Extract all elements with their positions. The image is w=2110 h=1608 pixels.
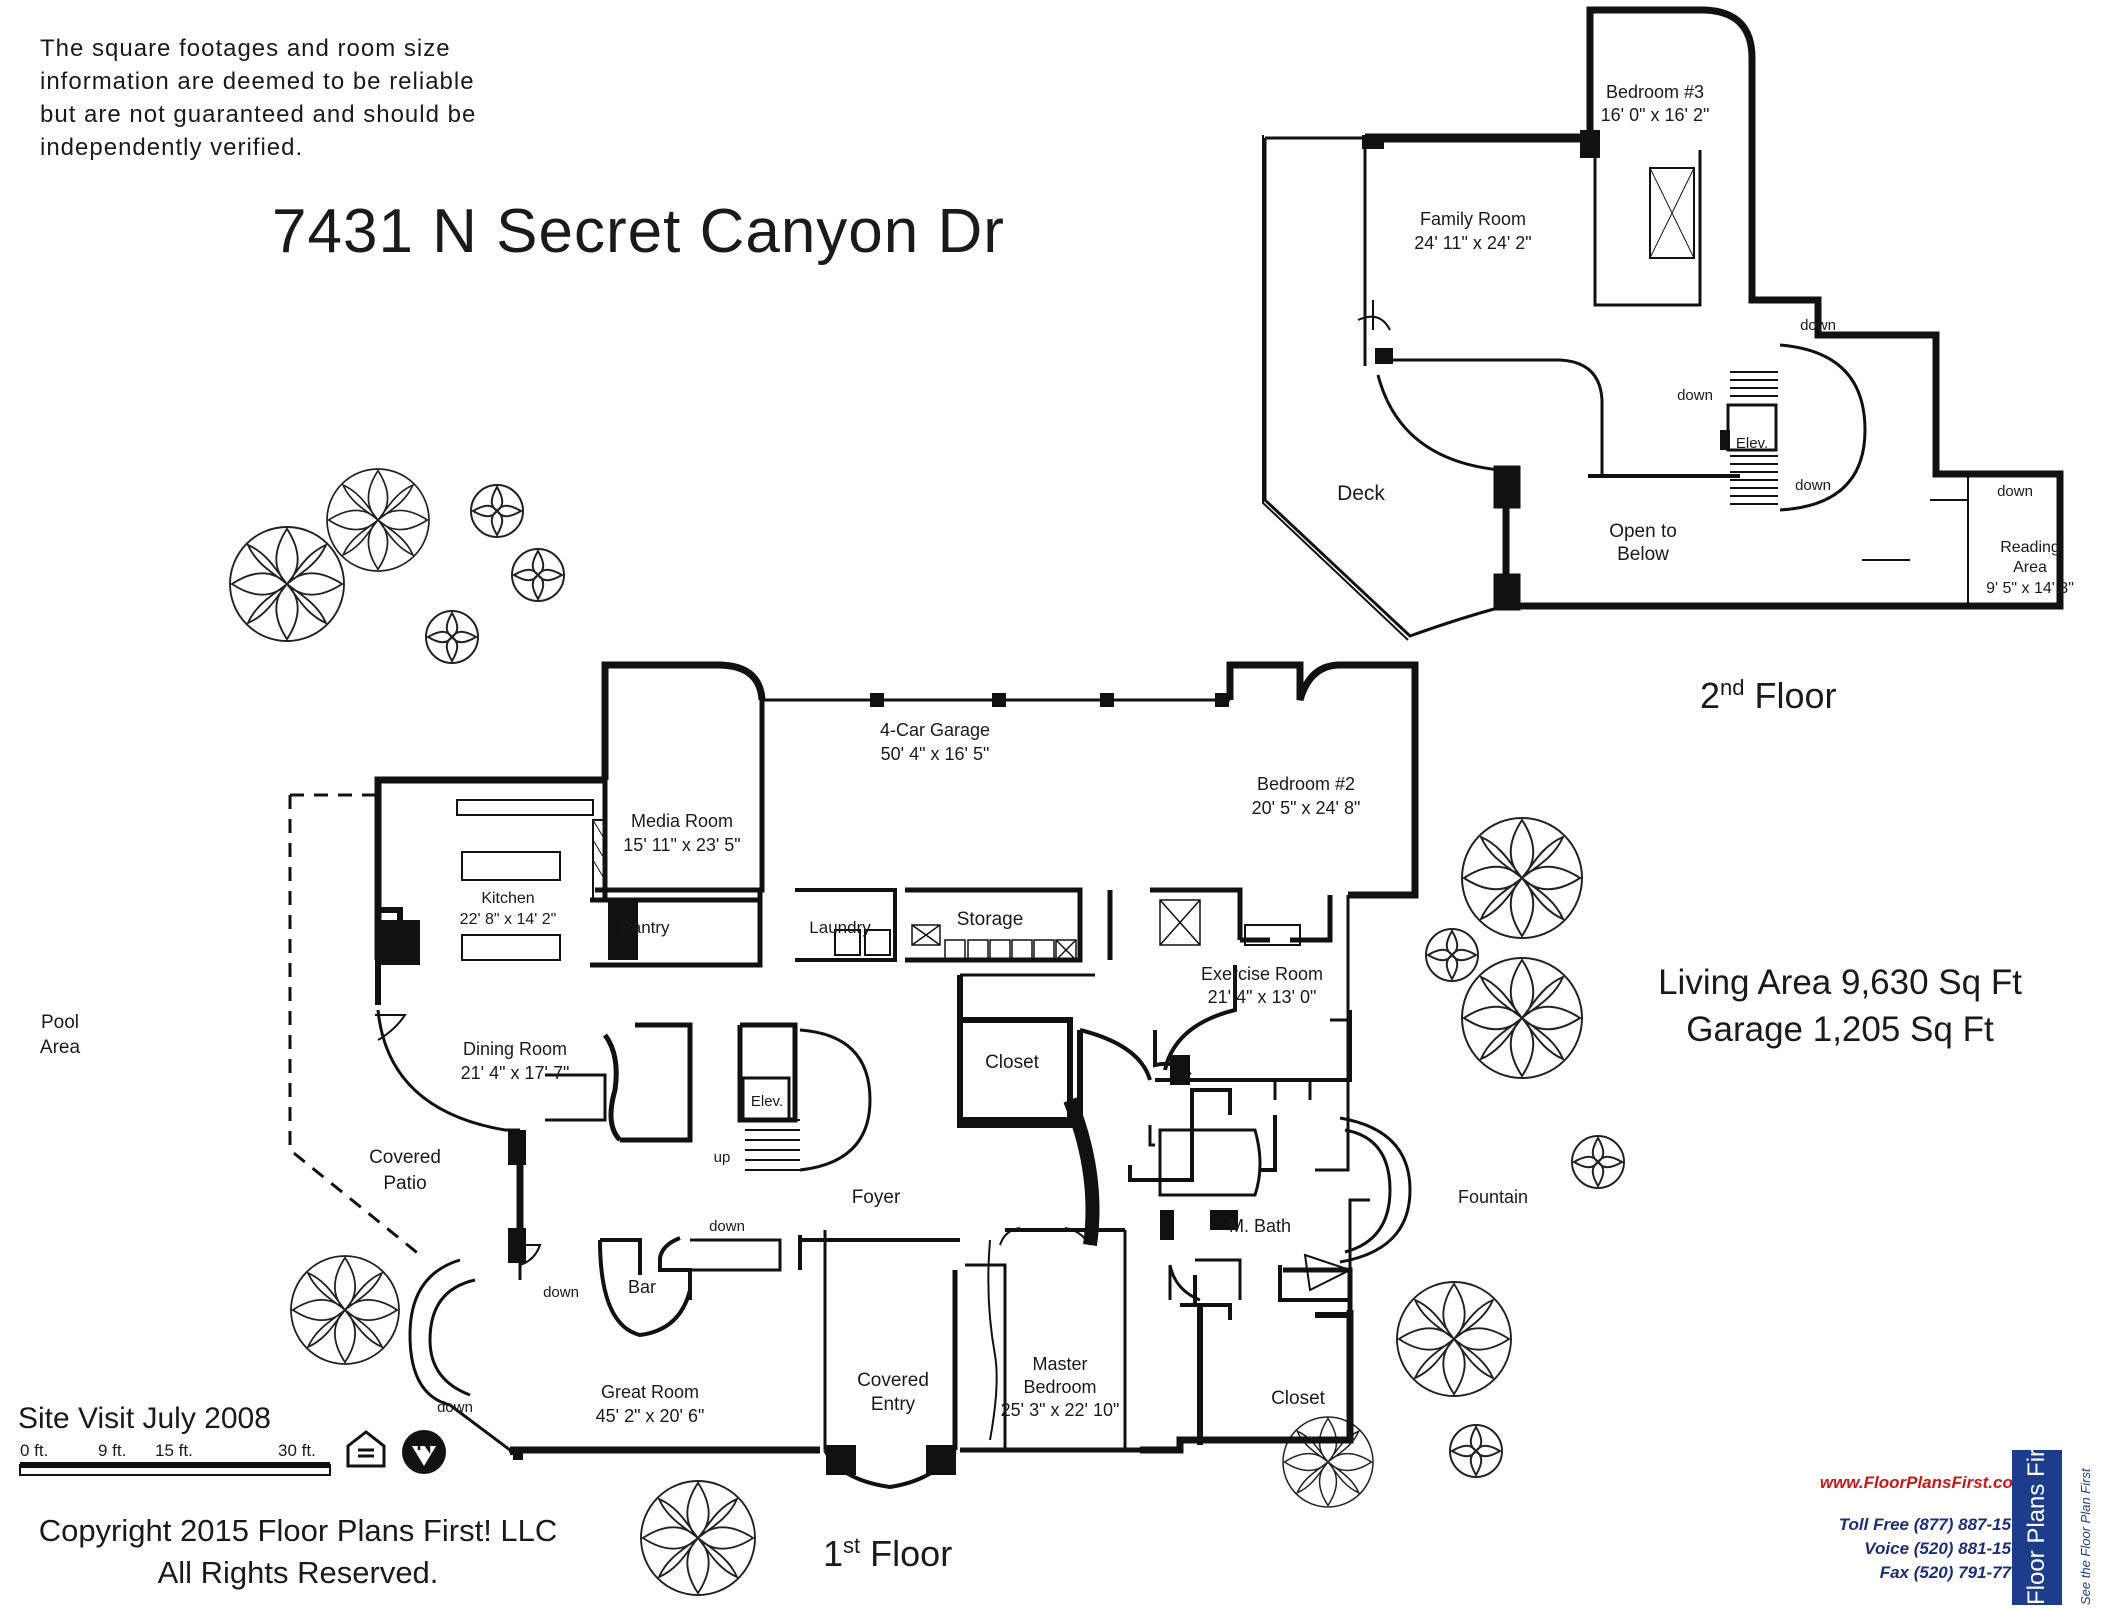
exercise-room-name: Exercise Room (1201, 964, 1323, 984)
scale-mark-0: 0 ft. (20, 1441, 48, 1460)
master-bedroom-label-1: Master (1032, 1354, 1087, 1374)
dining-room-size: 21' 4" x 17' 7" (461, 1063, 570, 1083)
bar-label: Bar (628, 1277, 656, 1297)
covered-patio-label-1: Covered (369, 1147, 441, 1168)
property-address: 7431 N Secret Canyon Dr (272, 197, 1005, 266)
garage-size: 50' 4" x 16' 5" (881, 744, 990, 764)
stair-down-label: down (543, 1284, 579, 1301)
shrub-icon (470, 484, 524, 538)
closet-label: Closet (985, 1052, 1040, 1073)
master-closet-label: Closet (1271, 1388, 1326, 1409)
elevator-label-first: Elev. (751, 1093, 783, 1110)
great-room-name: Great Room (601, 1382, 699, 1402)
pool-area-label-1: Pool (41, 1012, 79, 1033)
toll-free-phone: Toll Free (877) 887-1500 (1838, 1515, 2030, 1534)
second-floor-labels: Bedroom #3 16' 0" x 16' 2" Family Room 2… (1337, 82, 2074, 597)
tree-icon (1396, 1281, 1512, 1397)
reading-area-label-2: Area (2013, 559, 2047, 576)
great-room-size: 45' 2" x 20' 6" (596, 1406, 705, 1426)
living-area-total: Living Area 9,630 Sq Ft (1658, 963, 2022, 1002)
laundry-label: Laundry (809, 918, 871, 937)
first-floor-plan (288, 661, 1419, 1490)
family-room-name: Family Room (1420, 209, 1526, 229)
company-logo: Floor Plans First! See the Floor Plan Fi… (2012, 1424, 2093, 1605)
stair-down-label: down (437, 1399, 473, 1416)
scale-mark-9: 9 ft. (98, 1441, 126, 1460)
first-floor-labels: Media Room 15' 11" x 23' 5" 4-Car Garage… (40, 720, 1528, 1426)
bedroom2-size: 20' 5" x 24' 8" (1252, 798, 1361, 818)
bedroom3-name: Bedroom #3 (1606, 82, 1704, 102)
tree-icon (326, 468, 430, 572)
pantry-label: Pantry (620, 918, 670, 937)
media-room-size: 15' 11" x 23' 5" (623, 835, 740, 855)
stair-down-label: down (709, 1218, 745, 1235)
dining-room-name: Dining Room (463, 1039, 567, 1059)
elevator-second (1726, 403, 1778, 452)
covered-entry-label-2: Entry (871, 1394, 916, 1415)
site-visit-date: Site Visit July 2008 (18, 1402, 271, 1435)
family-room-size: 24' 11" x 24' 2" (1414, 233, 1531, 253)
tree-icon (290, 1255, 400, 1365)
company-website: www.FloorPlansFirst.com (1819, 1473, 2028, 1492)
tree-icon (229, 526, 345, 642)
garage-name: 4-Car Garage (880, 720, 990, 740)
pool-area-label-2: Area (40, 1037, 81, 1058)
reading-area-size: 9' 5" x 14' 3" (1986, 580, 2074, 597)
second-floor-label: 2nd Floor (1700, 675, 1837, 716)
foyer-label: Foyer (852, 1187, 901, 1208)
scale-mark-15: 15 ft. (155, 1441, 193, 1460)
svg-text:See the Floor Plan First: See the Floor Plan First (2078, 1467, 2093, 1605)
elevator-label-second: Elev. (1736, 435, 1768, 452)
stair-down-label: down (1795, 477, 1831, 494)
storage-label: Storage (957, 909, 1024, 930)
master-bedroom-size: 25' 3" x 22' 10" (1001, 1400, 1120, 1420)
north-arrow-icon (402, 1430, 446, 1474)
master-bedroom-label-2: Bedroom (1023, 1377, 1096, 1397)
disclaimer-text: The square footages and room size inform… (40, 35, 477, 161)
svg-text:Floor Plans First!: Floor Plans First! (2023, 1424, 2050, 1605)
copyright: Copyright 2015 Floor Plans First! LLC Al… (18, 1510, 578, 1594)
garage-area-total: Garage 1,205 Sq Ft (1686, 1010, 1994, 1049)
tree-icon (1282, 1416, 1374, 1508)
shrub-icon (1425, 928, 1479, 982)
equal-housing-icon (346, 1430, 386, 1468)
first-floor-label: 1st Floor (823, 1533, 953, 1574)
exercise-room-size: 21' 4" x 13' 0" (1208, 987, 1317, 1007)
second-floor-plan (1262, 6, 2064, 641)
open-below-label-2: Below (1617, 544, 1669, 565)
copyright-line-1: Copyright 2015 Floor Plans First! LLC (38, 1513, 558, 1548)
stair-down-label: down (1677, 387, 1713, 404)
stair-down-label: down (1800, 317, 1836, 334)
landscaping (229, 468, 1625, 1596)
kitchen-size: 22' 8" x 14' 2" (460, 911, 557, 928)
fountain-label: Fountain (1458, 1187, 1528, 1207)
shrub-icon (425, 610, 479, 664)
covered-entry-label-1: Covered (857, 1370, 929, 1391)
copyright-line-2: All Rights Reserved. (157, 1555, 439, 1590)
voice-phone: Voice (520) 881-1500 (1864, 1539, 2030, 1558)
media-room-name: Media Room (631, 811, 733, 831)
bedroom2-name: Bedroom #2 (1257, 774, 1355, 794)
fax-number: Fax (520) 791-7701 (1879, 1563, 2030, 1582)
open-below-label-1: Open to (1609, 521, 1677, 542)
reading-area-label-1: Reading (2000, 539, 2060, 556)
tree-icon (1461, 817, 1583, 939)
deck-label: Deck (1337, 482, 1385, 505)
shrub-icon (511, 548, 565, 602)
master-bath-label: M. Bath (1229, 1216, 1291, 1236)
tree-icon (640, 1480, 756, 1596)
shrub-icon (1449, 1424, 1503, 1478)
covered-patio-label-2: Patio (383, 1173, 426, 1194)
tree-icon (1461, 957, 1583, 1079)
stair-down-label: down (1997, 483, 2033, 500)
bedroom3-size: 16' 0" x 16' 2" (1601, 105, 1710, 125)
scale-mark-30: 30 ft. (278, 1441, 316, 1460)
stair-up-label: up (714, 1149, 731, 1166)
structural-columns (380, 130, 1730, 1475)
scale-bar: 0 ft. 9 ft. 15 ft. 30 ft. (19, 1441, 331, 1476)
shrub-icon (1571, 1135, 1625, 1189)
kitchen-name: Kitchen (481, 890, 534, 907)
